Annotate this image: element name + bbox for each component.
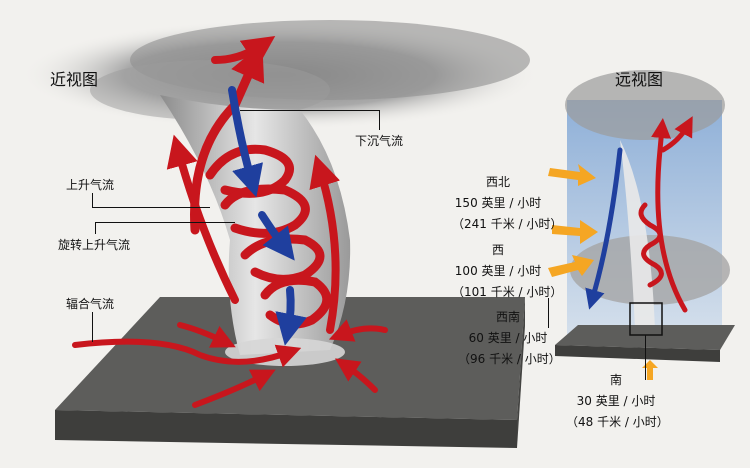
distant-view-title: 远视图 xyxy=(615,70,664,89)
convergent-flow-arrows xyxy=(72,319,388,408)
distant-downdraft-arrow xyxy=(585,147,623,310)
direction-south: 南 30 英里 / 小时 （48 千米 / 小时） xyxy=(566,370,669,433)
speed-kmh: （241 千米 / 小时） xyxy=(452,217,563,231)
downdraft-label: 下沉气流 xyxy=(355,134,404,148)
direction-name: 南 xyxy=(609,373,622,387)
direction-southwest: 西南 60 英里 / 小时 （96 千米 / 小时） xyxy=(458,307,561,370)
direction-northwest: 西北 150 英里 / 小时 （241 千米 / 小时） xyxy=(452,172,563,235)
direction-name: 西南 xyxy=(495,310,520,324)
speed-kmh: （101 千米 / 小时） xyxy=(452,285,563,299)
updraft-leader xyxy=(92,207,210,208)
distant-view-panel xyxy=(555,70,735,362)
direction-west: 西 100 英里 / 小时 （101 千米 / 小时） xyxy=(452,240,563,303)
rotating-updraft-label: 旋转上升气流 xyxy=(58,238,131,252)
convergent-flow-label: 辐合气流 xyxy=(66,297,115,311)
parent-cloud xyxy=(20,20,540,130)
direction-name: 西北 xyxy=(485,175,510,189)
close-view-title: 近视图 xyxy=(50,70,99,89)
south-box-leader xyxy=(645,335,646,380)
downdraft-leader xyxy=(240,110,380,111)
updraft-leader xyxy=(92,193,93,207)
speed-mph: 150 英里 / 小时 xyxy=(454,196,542,210)
speed-mph: 100 英里 / 小时 xyxy=(454,264,542,278)
downdraft-arrow xyxy=(228,86,307,346)
tornado-funnel xyxy=(160,95,351,355)
southwest-leader xyxy=(548,298,549,328)
speed-kmh: （96 千米 / 小时） xyxy=(458,352,561,366)
updraft-arrows xyxy=(166,35,341,334)
updraft-label: 上升气流 xyxy=(66,178,115,192)
rotating-updraft-leader xyxy=(95,222,96,234)
distant-updraft-arrows xyxy=(638,116,693,313)
rotating-updraft-leader xyxy=(95,222,235,223)
wind-speed-arrows xyxy=(548,164,658,380)
convergent-flow-leader xyxy=(92,312,93,342)
speed-kmh: （48 千米 / 小时） xyxy=(566,415,669,429)
direction-name: 西 xyxy=(491,243,504,257)
downdraft-leader xyxy=(379,110,380,130)
speed-mph: 30 英里 / 小时 xyxy=(576,394,656,408)
speed-mph: 60 英里 / 小时 xyxy=(468,331,548,345)
